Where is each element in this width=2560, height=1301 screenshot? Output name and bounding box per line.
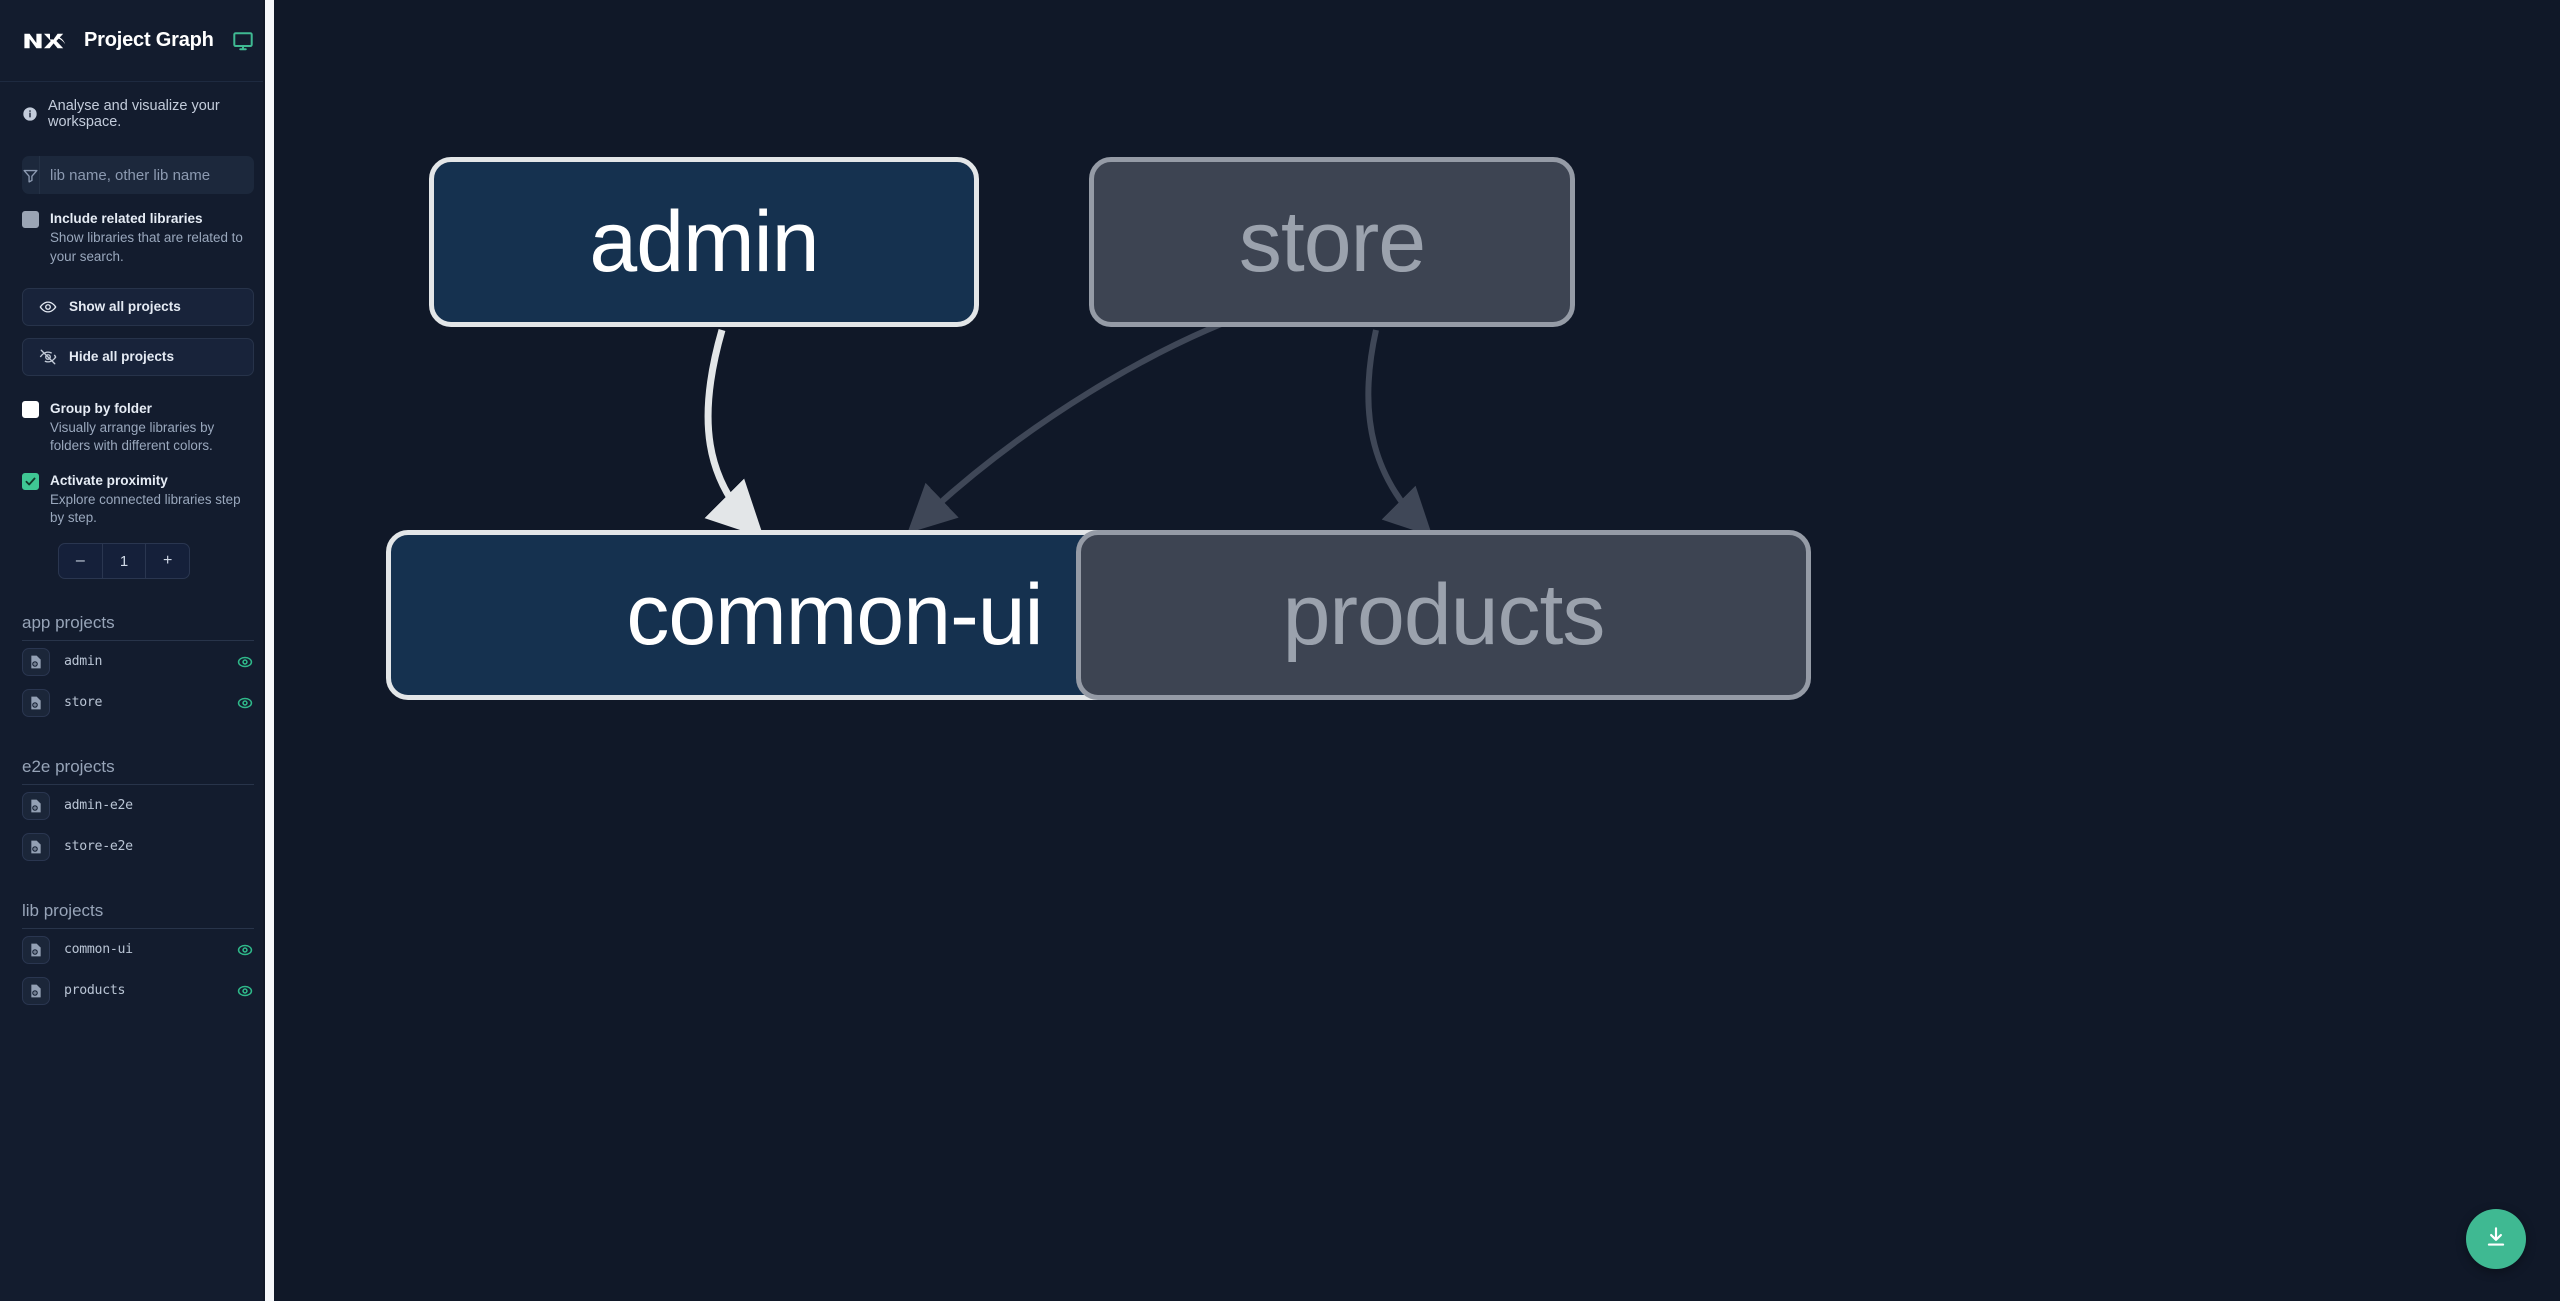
show-all-projects-label: Show all projects [69,299,181,315]
option-activate-proximity[interactable]: Activate proximity Explore connected lib… [22,472,254,528]
project-name: products [64,983,126,999]
graph-node-label: store [1238,194,1426,290]
graph-node-store[interactable]: store [1089,157,1575,327]
option-label: Include related libraries [50,211,203,226]
project-visibility-placeholder [236,797,254,815]
project-group-e2e-projects: e2e projects admin-e2e [22,757,254,867]
option-include-related-libraries[interactable]: Include related libraries Show libraries… [22,210,254,266]
project-row-store-e2e[interactable]: store-e2e [22,826,254,867]
option-description: Visually arrange libraries by folders wi… [50,420,215,454]
project-row-admin[interactable]: admin [22,641,254,682]
project-name: admin [64,654,103,670]
sidebar-scrollbar[interactable] [263,0,276,1301]
project-group-heading: lib projects [22,901,254,930]
hide-all-projects-button[interactable]: Hide all projects [22,337,254,376]
project-icon [22,647,50,676]
project-visibility-eye-icon[interactable] [236,653,254,671]
project-name: admin-e2e [64,798,133,814]
graph-node-label: products [1282,567,1606,663]
project-icon [22,688,50,717]
download-graph-button[interactable] [2466,1209,2526,1269]
project-icon [22,935,50,964]
proximity-decrement-button[interactable]: – [75,552,85,570]
project-icon [22,832,50,861]
project-name: store-e2e [64,839,133,855]
graph-canvas[interactable]: admin store common-ui products [276,0,2560,1301]
sidebar-scrollbar-thumb[interactable] [265,0,274,1301]
hide-all-projects-label: Hide all projects [69,349,175,365]
info-icon [22,106,38,122]
proximity-increment-button[interactable]: + [163,552,173,570]
option-group-by-folder[interactable]: Group by folder Visually arrange librari… [22,400,254,456]
project-visibility-placeholder [236,838,254,856]
option-label: Group by folder [50,400,152,416]
project-row-products[interactable]: products [22,970,254,1011]
edge-store-to-products [1365,329,1433,537]
project-name: store [64,695,103,711]
project-row-store[interactable]: store [22,682,254,723]
project-row-common-ui[interactable]: common-ui [22,929,254,970]
eye-off-icon [39,348,57,366]
project-name: common-ui [64,942,133,958]
page-title: Project Graph [84,29,214,51]
tagline-text: Analyse and visualize your workspace. [48,98,220,130]
sidebar: Project Graph Analyse and visualize your… [0,0,276,1301]
graph-node-label: admin [589,194,819,290]
project-group-heading: e2e projects [22,757,254,786]
project-group-heading: app projects [22,613,254,642]
project-icon [22,976,50,1005]
download-icon [2483,1224,2509,1255]
project-visibility-eye-icon[interactable] [236,982,254,1000]
option-description: Explore connected libraries step by step… [50,491,241,526]
project-row-admin-e2e[interactable]: admin-e2e [22,785,254,826]
checkbox-include-related-libraries[interactable] [22,211,39,228]
proximity-stepper[interactable]: – 1 + [58,543,190,580]
option-label: Activate proximity [50,472,168,488]
filter-icon [22,156,40,194]
show-all-projects-button[interactable]: Show all projects [22,287,254,326]
graph-node-label: common-ui [626,567,1043,663]
edge-store-to-common-ui [907,297,1289,534]
project-group-app-projects: app projects admin [22,613,254,723]
search-field[interactable] [22,156,254,194]
sidebar-header: Project Graph [0,0,276,82]
proximity-value: 1 [101,544,147,579]
edge-admin-to-common-ui [704,329,764,538]
option-description: Show libraries that are related to your … [50,230,243,264]
checkbox-activate-proximity[interactable] [22,472,39,490]
eye-icon [39,298,57,316]
sidebar-body: Include related libraries Show libraries… [0,134,276,1011]
project-visibility-eye-icon[interactable] [236,941,254,959]
graph-node-admin[interactable]: admin [429,157,979,327]
nx-logo-icon [22,20,70,62]
monitor-icon[interactable] [232,30,254,52]
project-visibility-eye-icon[interactable] [236,694,254,712]
graph-node-products[interactable]: products [1076,530,1811,700]
checkbox-group-by-folder[interactable] [22,400,39,418]
search-input[interactable] [40,156,254,194]
sidebar-tagline: Analyse and visualize your workspace. [0,82,276,134]
project-icon [22,791,50,820]
project-group-lib-projects: lib projects common-ui [22,901,254,1011]
